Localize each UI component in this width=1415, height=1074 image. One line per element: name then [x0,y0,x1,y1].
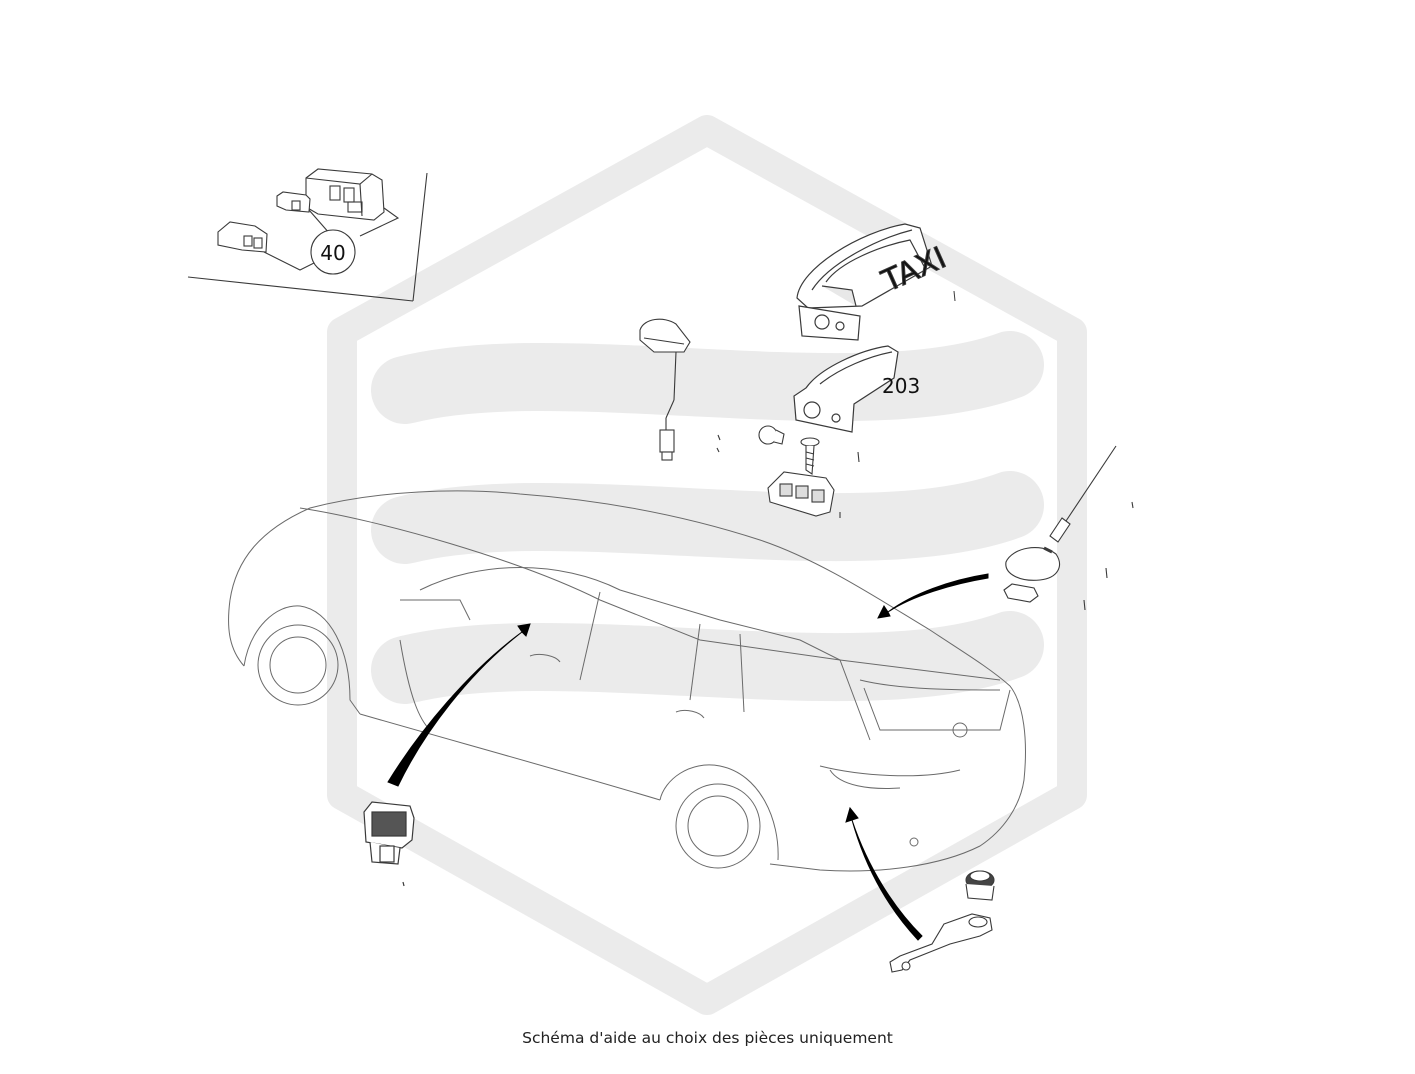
connector-kit-inset [187,168,428,302]
switch-unit-icon [363,801,415,887]
estate-car-outline-icon [228,490,1026,872]
bulb-icon [716,425,785,453]
brand-hexagon-watermark-icon [327,115,1087,1015]
taxi-roof-sign-icon [796,223,933,341]
arrows [387,573,989,941]
connector-medium-icon [217,221,268,253]
roof-marker-light-icon [639,318,691,461]
connector-large-icon [305,168,385,221]
connector-small-icon [276,191,311,213]
screw-icon [800,437,820,475]
taxi-sign-base-icon [793,345,899,433]
caption-text: Schéma d'aide au choix des pièces unique… [522,1029,893,1047]
callout-203-label: 203 [882,374,920,398]
push-button-bracket-icon [889,870,995,973]
relay-socket-icon [767,451,860,518]
callout-40-label: 40 [320,241,345,265]
antenna-icon [1003,445,1134,611]
